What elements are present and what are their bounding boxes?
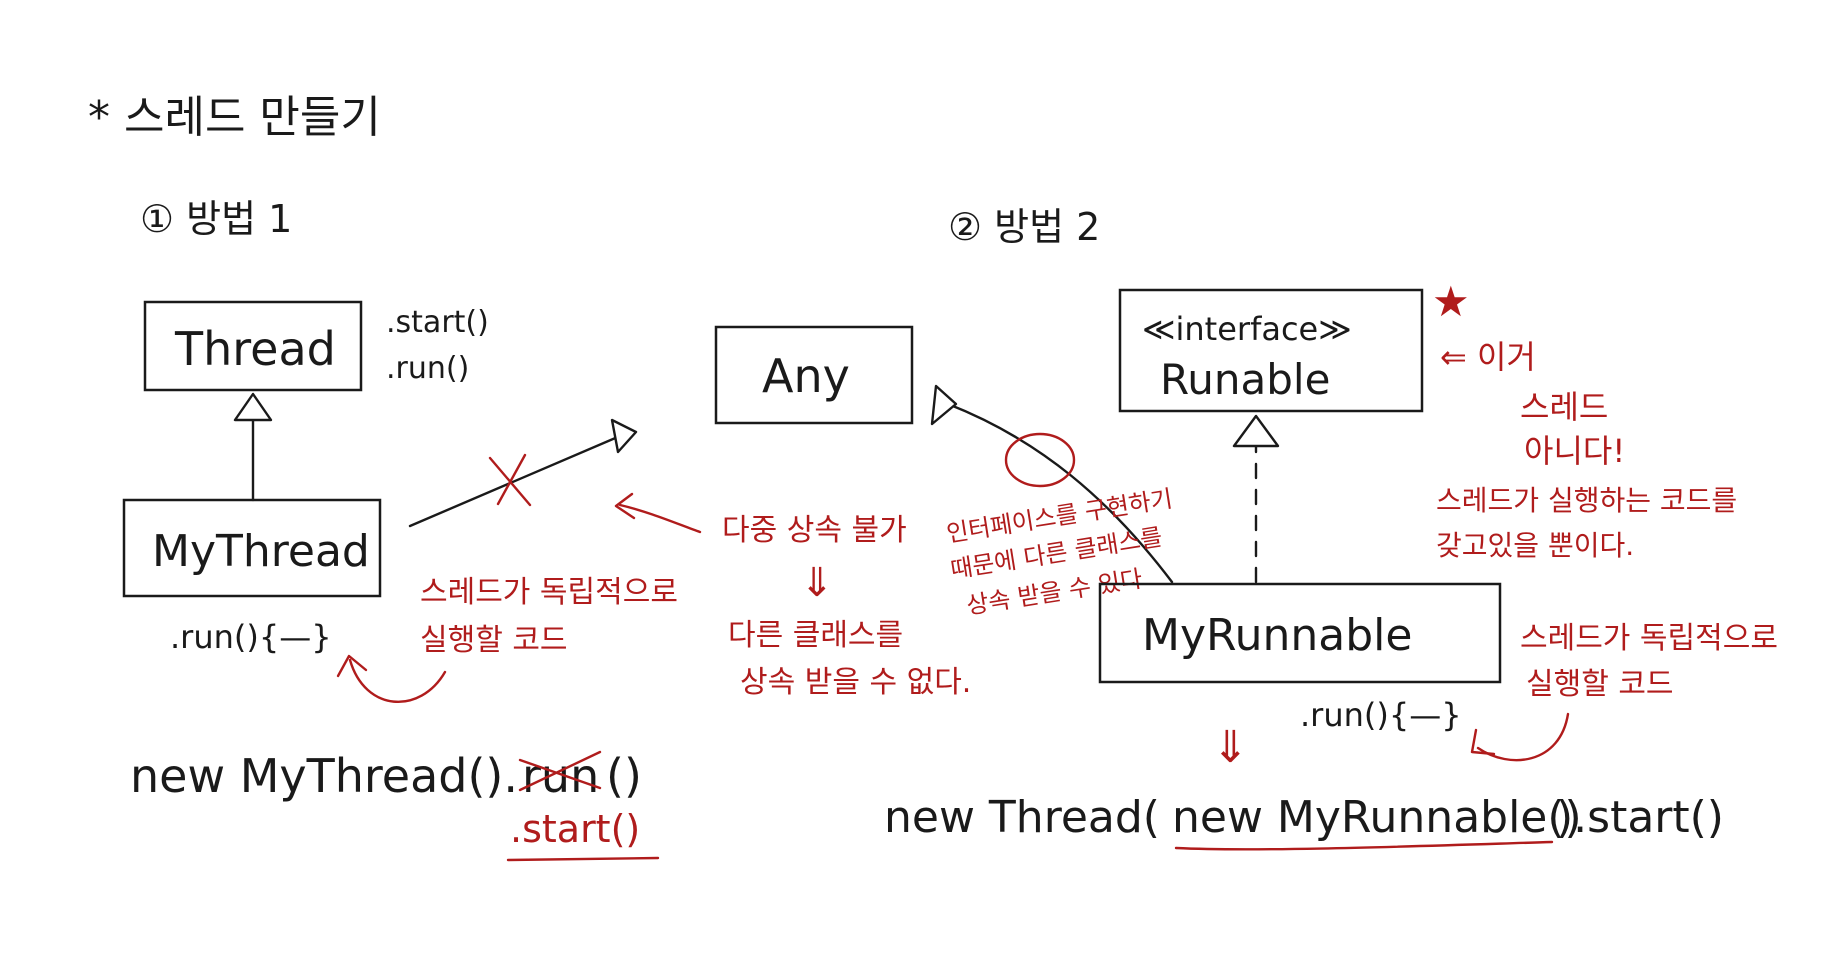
inheritance-arrow-myrunnable-any xyxy=(930,384,1174,584)
method1-heading: ① 방법 1 xyxy=(140,197,292,241)
mythread-class-label: MyThread xyxy=(152,526,370,577)
method1-note: 스레드가 독립적으로 실행할 코드 xyxy=(420,575,678,658)
holds-code-note-line2: 갖고있을 뿐이다. xyxy=(1436,529,1634,562)
holds-code-note-line1: 스레드가 실행하는 코드를 xyxy=(1436,484,1737,517)
star-icon: ★ xyxy=(1432,277,1470,326)
mythread-class-box: MyThread xyxy=(122,498,382,598)
method2-code-line: new Thread( new MyRunnable() ).start() xyxy=(884,792,1724,843)
method2-code-underline xyxy=(1174,840,1554,851)
page-title: * 스레드 만들기 xyxy=(88,92,381,143)
myrunnable-run-def: .run(){—} xyxy=(1300,696,1462,734)
any-class-box: Any xyxy=(714,325,914,425)
thread-class-label: Thread xyxy=(174,322,336,376)
mythread-run-def: .run(){—} xyxy=(170,618,332,656)
method1-code-line: new MyThread(). run () xyxy=(130,749,642,803)
method1-code-prefix: new MyThread(). xyxy=(130,749,518,803)
blocked-inheritance-arrow xyxy=(408,418,638,528)
myrunnable-class-box: MyRunnable xyxy=(1098,582,1502,684)
multiple-inheritance-arrow xyxy=(618,503,702,534)
myrunnable-class-label: MyRunnable xyxy=(1142,610,1412,661)
middle-note2-line1: 다른 클래스를 xyxy=(728,618,903,653)
method2-note-arrowhead xyxy=(1470,728,1496,756)
method2-note: 스레드가 독립적으로 실행할 코드 xyxy=(1520,621,1778,702)
method2-note-line1: 스레드가 독립적으로 xyxy=(1520,621,1778,656)
inheritance-arrow-mythread-thread xyxy=(233,392,273,502)
method1-code-fix: .start() xyxy=(510,807,640,851)
thread-method-run: .run() xyxy=(386,351,469,386)
method2-note-line2: 실행할 코드 xyxy=(1526,667,1674,702)
method1-note-arrowhead xyxy=(336,654,368,678)
realization-arrow-myrunnable-runnable xyxy=(1232,414,1280,584)
middle-down-arrow: ⇓ xyxy=(800,560,834,606)
method2-code-suffix: ).start() xyxy=(1556,792,1724,843)
interface-stereotype: ≪interface≫ xyxy=(1142,310,1352,348)
method1-note-line2: 실행할 코드 xyxy=(420,623,568,658)
runnable-interface-label: Runable xyxy=(1160,355,1330,404)
strike-through-run xyxy=(518,750,602,792)
cross-mark-icon xyxy=(488,453,532,507)
highlight-circle xyxy=(1004,432,1076,488)
not-thread-note: ⇐ 이거 스레드 아니다! xyxy=(1440,338,1625,470)
method2-down-arrow: ⇓ xyxy=(1212,722,1249,773)
not-thread-note-line2: 스레드 xyxy=(1520,388,1608,426)
runnable-interface-box: ≪interface≫ Runable xyxy=(1118,288,1424,413)
multiple-inheritance-note: 다중 상속 불가 xyxy=(722,513,907,548)
not-thread-note-line1: ⇐ 이거 xyxy=(1440,338,1536,376)
thread-class-box: Thread xyxy=(143,300,363,392)
method1-code-fix-underline xyxy=(506,856,660,862)
any-class-label: Any xyxy=(762,349,850,403)
method2-code-prefix: new Thread( xyxy=(884,792,1160,843)
method1-note-arrow xyxy=(348,658,447,704)
interface-note: 인터페이스를 구현하기 때문에 다른 클래스를 상속 받을 수 있다 xyxy=(945,485,1175,620)
multiple-inheritance-arrowhead xyxy=(614,492,636,520)
method1-code-suffix: () xyxy=(606,749,642,803)
method2-heading: ② 방법 2 xyxy=(948,205,1100,249)
thread-method-start: .start() xyxy=(386,305,489,340)
not-thread-note-line3: 아니다! xyxy=(1524,432,1625,470)
method2-code-underlined: new MyRunnable() xyxy=(1172,792,1582,843)
middle-note2-line2: 상속 받을 수 없다. xyxy=(740,665,971,700)
method1-note-line1: 스레드가 독립적으로 xyxy=(420,575,678,610)
